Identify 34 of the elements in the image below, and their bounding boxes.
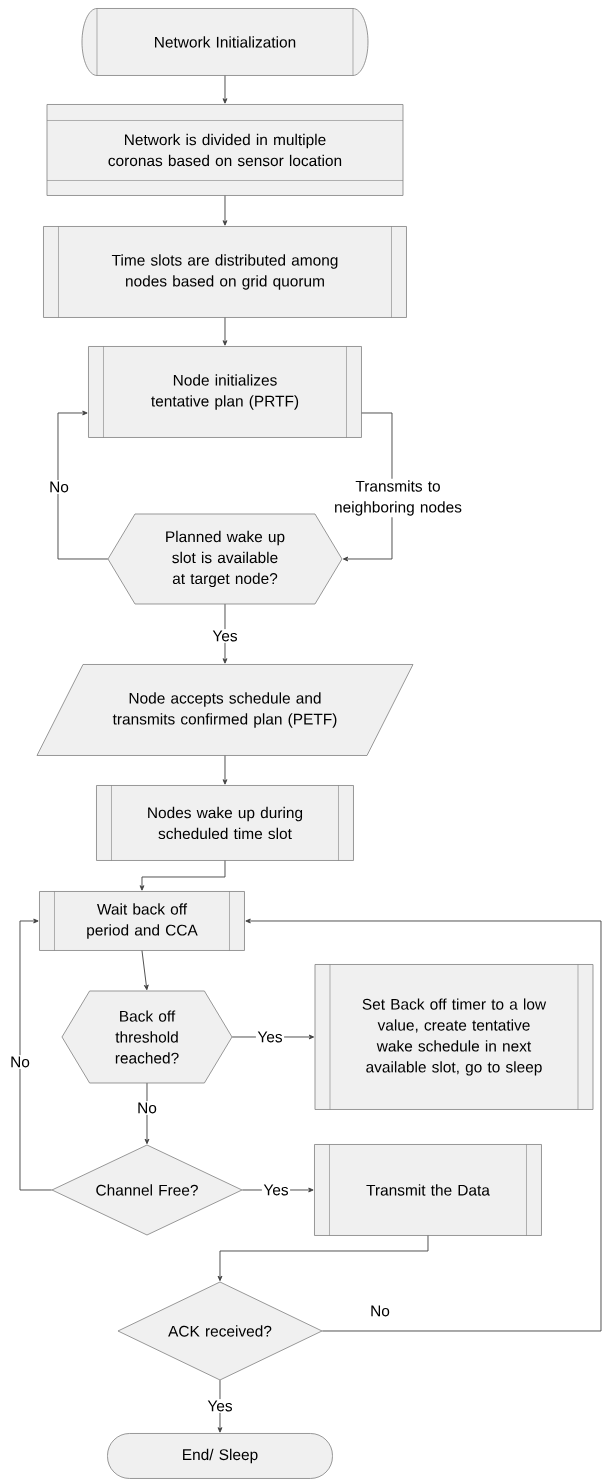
arrow [139,860,226,891]
subprocess-box: Nodes wake up during scheduled time slot [96,785,354,861]
arrow [222,75,228,104]
edge-label: Yes [261,1183,291,1197]
arrow [217,1379,223,1433]
arrow [222,755,228,785]
arrow [245,918,602,1332]
arrow [217,1235,429,1282]
arrow [141,950,149,991]
edge-label: Yes [210,629,240,643]
start-terminator: Network Initialization [81,8,369,76]
subprocess-box: Transmit the Data [314,1144,542,1236]
edge-label: No [135,1101,159,1115]
arrow [222,195,228,226]
arrow [144,1082,150,1145]
end-terminator: End/ Sleep [107,1433,333,1479]
edge-label: No [368,1304,392,1318]
edge-label: Transmits to neighboring nodes [326,478,470,518]
arrow [222,317,228,346]
subprocess-box: Node initializes tentative plan (PRTF) [88,346,362,438]
subprocess-box: Wait back off period and CCA [39,891,245,951]
arrow [57,410,109,560]
edge-label: Yes [255,1030,285,1044]
arrow [222,603,228,664]
edge-label: No [8,1055,32,1069]
subprocess-box: Time slots are distributed among nodes based on grid quorum [43,226,407,318]
data-parallelogram: Node accepts schedule and transmits confirmed plan (PETF) [36,664,414,756]
edge-label: No [47,480,71,494]
process-box: Network is divided in multiple coronas based on sensor location [46,104,404,196]
subprocess-box: Set Back off timer to a low value, create tentative wake schedule in next available slot, go to sleep [314,964,594,1110]
edge-label: Yes [205,1399,235,1413]
decision-hexagon: Planned wake up slot is available at target node? [107,513,343,605]
arrow [19,918,53,1191]
decision-hexagon: Back off threshold reached? [61,990,233,1084]
